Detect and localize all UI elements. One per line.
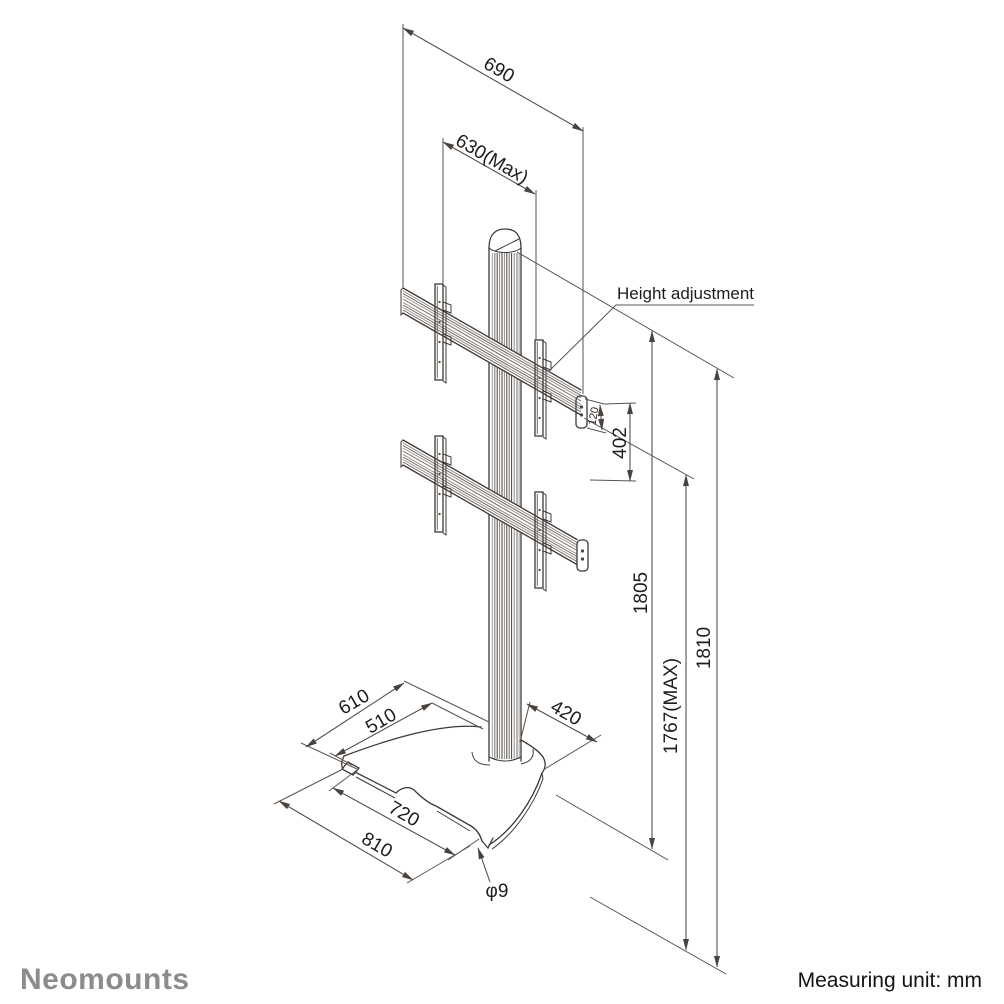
rail-left-end [400, 287, 404, 317]
height-adjustment-leader [547, 304, 754, 373]
dim-line-510 [334, 702, 433, 757]
dim-label-630: 630(Max) [452, 130, 532, 188]
dimension-labels: 690 630(Max) 120 402 1805 1767(MAX) 1810… [335, 53, 754, 902]
dimension-lines [278, 27, 754, 968]
vesa-bracket-lower-left [434, 435, 452, 536]
dim-label-720: 720 [385, 797, 423, 831]
phi9-label: φ9 [486, 881, 509, 902]
measuring-unit-label: Measuring unit: mm [798, 969, 982, 992]
pole-top-cap [488, 228, 522, 249]
phi9-leader [477, 847, 491, 883]
dim-label-510: 510 [362, 704, 400, 738]
dim-label-690: 690 [480, 53, 518, 87]
dim-label-420: 420 [547, 696, 585, 730]
dim-line-690 [402, 27, 584, 132]
dim-label-1810: 1810 [694, 627, 715, 669]
dim-line-630 [442, 141, 536, 195]
dim-label-402: 402 [610, 427, 631, 459]
dim-label-1767: 1767(MAX) [661, 658, 682, 754]
vesa-bracket-upper-left [434, 283, 452, 384]
rail-left-end [400, 439, 404, 469]
dim-label-120: 120 [586, 406, 601, 426]
vesa-bracket-lower-right [534, 491, 552, 592]
vesa-bracket-upper-right [534, 339, 552, 440]
dim-line-420 [526, 703, 598, 743]
dim-line-120 [597, 404, 605, 431]
dim-line-810 [278, 800, 414, 881]
dim-label-1805: 1805 [631, 572, 652, 614]
dim-label-810: 810 [358, 828, 396, 862]
rail-end-cap [575, 395, 588, 429]
upper-rail [400, 287, 588, 429]
rail-end-cap [576, 539, 589, 572]
height-adjustment-label: Height adjustment [617, 284, 754, 303]
brand-logo: Neomounts [20, 963, 190, 996]
dim-label-610: 610 [335, 685, 373, 719]
footer: Neomounts Measuring unit: mm [20, 963, 982, 996]
